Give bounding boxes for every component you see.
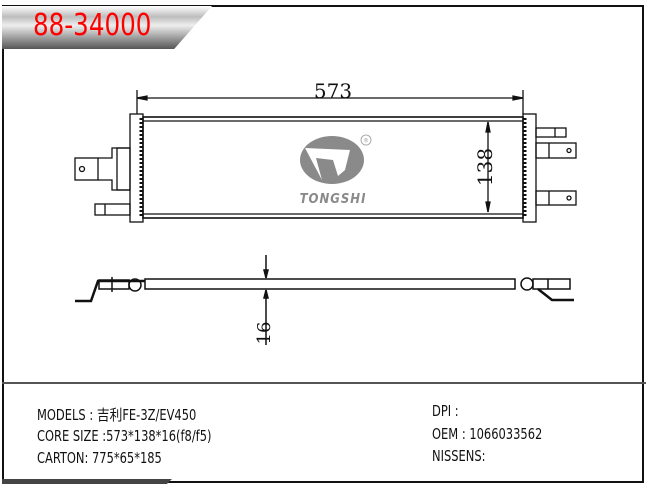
core-side xyxy=(144,278,516,290)
models-text: MODELS : 吉利FE-3Z/EV450 xyxy=(37,406,197,424)
svg-text:®: ® xyxy=(363,138,368,145)
bottom-tab xyxy=(2,479,172,484)
divider xyxy=(2,382,646,384)
core-size-text: CORE SIZE :573*138*16(f8/f5) xyxy=(37,427,212,445)
sheet-frame xyxy=(2,5,644,483)
width-dimension-label: 573 xyxy=(314,79,352,103)
right-pipe-mid xyxy=(535,142,577,159)
logo-text: TONGSHI xyxy=(300,192,367,207)
thickness-dimension-label: 16 xyxy=(254,322,275,345)
part-number-tab xyxy=(2,6,212,49)
right-pipe-bottom xyxy=(535,190,577,206)
side-view xyxy=(75,255,574,345)
left-pipe xyxy=(94,203,131,216)
right-pipe-top xyxy=(535,127,567,138)
height-dimension-label: 138 xyxy=(473,148,497,186)
right-tank xyxy=(522,113,537,223)
tongshi-logo-icon: ® TONGSHI xyxy=(300,134,372,207)
nissens-text: NISSENS: xyxy=(432,447,486,465)
carton-text: CARTON: 775*65*185 xyxy=(37,449,162,467)
front-view xyxy=(74,90,577,223)
left-bracket xyxy=(74,157,99,181)
part-number: 88-34000 xyxy=(33,8,152,43)
dpi-text: DPI : xyxy=(432,402,459,420)
oem-text: OEM : 1066033562 xyxy=(432,425,543,443)
